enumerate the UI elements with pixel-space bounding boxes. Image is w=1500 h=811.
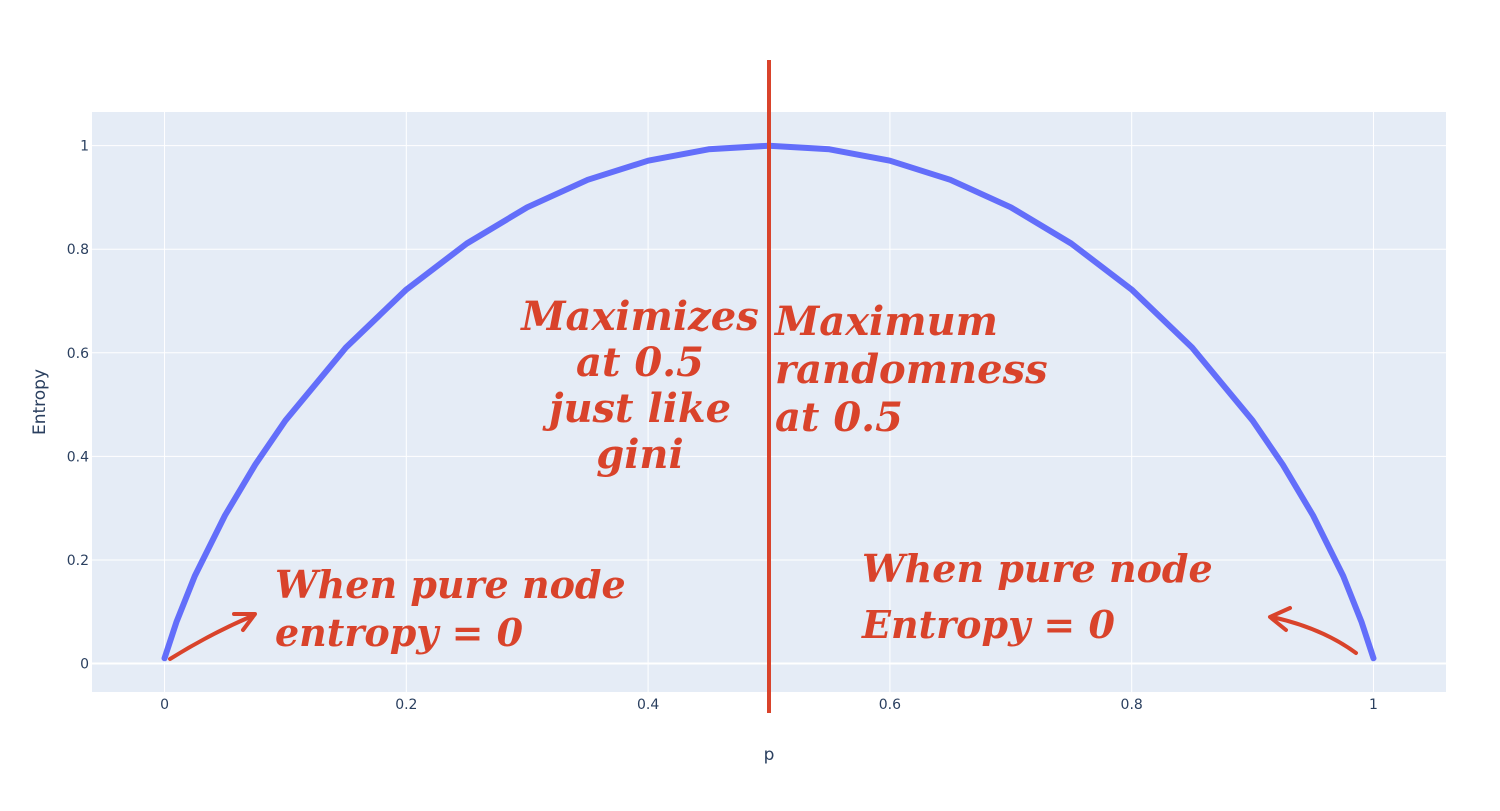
y-tick-label: 0.8 — [67, 242, 89, 258]
axis-tick-labels: 0 0.2 0.4 0.6 0.8 1 0 0.2 0.4 0.6 0.8 1 — [67, 139, 1378, 713]
annotation-max-right-line: randomness — [775, 346, 1048, 393]
right-arrow-shaft — [1270, 615, 1358, 655]
y-axis-title: Entropy — [30, 369, 50, 435]
y-tick-label: 0.6 — [67, 346, 89, 362]
y-tick-label: 1 — [80, 139, 89, 155]
x-tick-label: 1 — [1369, 697, 1378, 713]
annotation-pure-left-line: When pure node — [275, 562, 626, 607]
x-tick-label: 0.8 — [1121, 697, 1143, 713]
annotation-max-left-line: just like — [542, 385, 731, 432]
annotation-pure-left-line: entropy = 0 — [275, 610, 524, 655]
annotation-max-left-line: gini — [596, 431, 683, 478]
annotation-max-left-line: at 0.5 — [576, 339, 704, 386]
annotation-pure-right-line: When pure node — [862, 546, 1213, 591]
annotation-max-left-line: Maximizes — [519, 293, 758, 340]
left-arrow-head — [232, 612, 257, 632]
annotation-max-right-line: at 0.5 — [775, 394, 903, 441]
left-arrow-shaft — [168, 614, 254, 661]
x-tick-label: 0.4 — [637, 697, 659, 713]
y-tick-label: 0 — [80, 657, 89, 673]
x-tick-label: 0.2 — [395, 697, 417, 713]
y-tick-label: 0.4 — [67, 449, 89, 465]
right-arrow-head — [1268, 606, 1292, 632]
x-axis-title: p — [764, 745, 775, 765]
annotation-pure-right-line: Entropy = 0 — [861, 602, 1115, 647]
y-tick-label: 0.2 — [67, 553, 89, 569]
annotation-max-right-line: Maximum — [773, 298, 998, 345]
x-tick-label: 0 — [160, 697, 169, 713]
x-tick-label: 0.6 — [879, 697, 901, 713]
